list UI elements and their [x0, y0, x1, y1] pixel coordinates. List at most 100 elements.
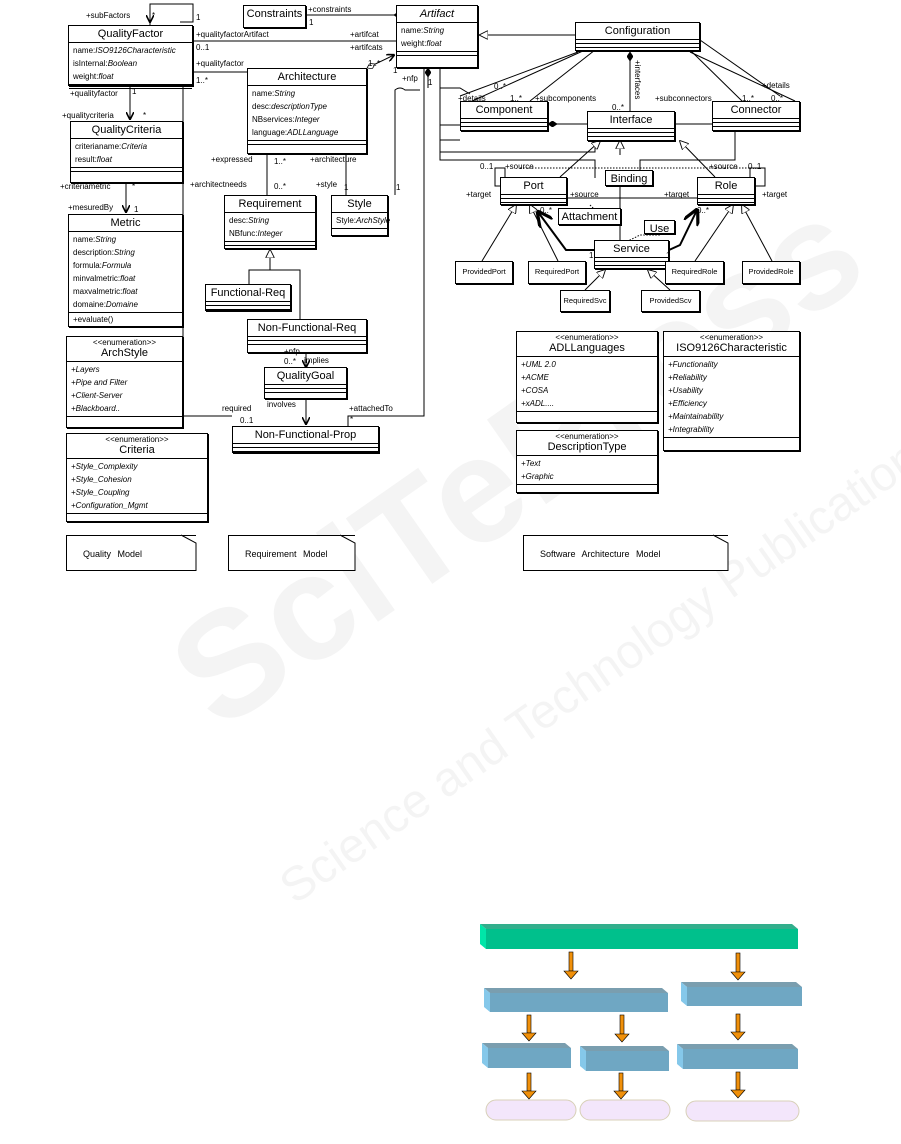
class-attribute: result:float [75, 153, 178, 166]
association-label: +mesuredBy [68, 203, 114, 212]
class-attribute: maxvalmetric:float [73, 285, 178, 298]
class-attribute: +Pipe and Filter [71, 376, 178, 389]
association-label: 1 [428, 78, 433, 87]
association-label: * [350, 415, 354, 424]
class-operations [588, 133, 674, 137]
class-name: Role [698, 178, 754, 195]
class-name: RequiredPort [534, 267, 580, 276]
class-name: Style [332, 196, 387, 213]
class-name: Configuration [576, 23, 699, 40]
class-attributes [461, 119, 547, 123]
attribute-name: weight: [73, 72, 99, 81]
association-label: 0..* [540, 206, 553, 215]
level3-box-1 [488, 1048, 571, 1068]
class-name: Architecture [248, 69, 366, 86]
class-name: ArchStyle [67, 347, 182, 362]
association-label: +source [570, 190, 599, 199]
class-name: Binding [610, 173, 648, 185]
attribute-type: +ACME [521, 373, 549, 382]
class-attribute: +Style_Coupling [71, 486, 203, 499]
attribute-type: +Client-Server [71, 391, 123, 400]
class-name: Requirement [225, 196, 315, 213]
class-attachment: Attachment [558, 208, 621, 225]
attribute-name: weight: [401, 39, 427, 48]
attribute-type: float [96, 155, 112, 164]
arrow-1-shaft [568, 951, 574, 972]
class-providedrole: ProvidedRole [742, 261, 800, 284]
class-attribute: formula:Formula [73, 259, 178, 272]
arrow-1-head [563, 970, 579, 980]
class-name: Interface [588, 112, 674, 129]
class-interface: Interface [587, 111, 675, 141]
attribute-name: name: [252, 89, 275, 98]
level3-box-3 [683, 1049, 798, 1069]
level3-box-3-top [677, 1044, 798, 1049]
class-connector: Connector [712, 101, 800, 131]
association-label: * [152, 11, 156, 20]
arrow-5-head [730, 1031, 746, 1041]
association-label: 1 [393, 66, 398, 75]
class-attributes [206, 302, 290, 306]
attribute-name: isInternal: [73, 59, 108, 68]
attribute-type: +Style_Cohesion [71, 475, 132, 484]
class-requiredport: RequiredPort [528, 261, 586, 284]
class-attribute: +Functionality [668, 358, 795, 371]
class-attributes: +Text+Graphic [517, 456, 657, 485]
class-attribute: +Efficiency [668, 397, 795, 410]
class-attributes [698, 195, 754, 199]
attribute-name: Style: [336, 216, 357, 225]
class-attribute: NBfunc:Integer [229, 227, 311, 240]
association-label: +qualityfactorArtifact [196, 30, 269, 39]
arrow-4-shaft [619, 1014, 625, 1035]
class-name: ADLLanguages [517, 342, 657, 357]
class-criteria: <<enumeration>>Criteria+Style_Complexity… [66, 433, 208, 522]
class-stereotype: <<enumeration>> [555, 333, 619, 342]
association-label: 1..* [510, 94, 523, 103]
association-label: +qualityfactor [70, 89, 118, 98]
association-label: 0..* [697, 206, 710, 215]
class-binding: Binding [605, 170, 653, 186]
class-attributes [265, 385, 346, 389]
class-adllanguages: <<enumeration>>ADLLanguages+UML 2.0+ACME… [516, 331, 658, 423]
class-attributes: Style:ArchStyle [332, 213, 390, 229]
class-name: Service [595, 241, 668, 258]
arrow-4-head [614, 1033, 630, 1043]
association-label: +expressed [211, 155, 253, 164]
class-attribute: Style:ArchStyle [336, 214, 390, 227]
class-constraints: Constraints [243, 5, 306, 28]
class-nonfunctionalreq: Non-Functional-Req [247, 319, 367, 353]
class-attribute: name:String [73, 233, 178, 246]
class-attributes: +UML 2.0+ACME+COSA+xADL.... [517, 357, 657, 412]
association-label: +details [762, 81, 790, 90]
arrow-7-head [613, 1090, 629, 1100]
arrow-5-shaft [735, 1013, 741, 1033]
arrow-8-head [730, 1089, 746, 1099]
association-label: +artifcat [350, 30, 379, 39]
association-label: 1 [196, 13, 201, 22]
class-attribute: +Reliability [668, 371, 795, 384]
attribute-type: +Layers [71, 365, 100, 374]
association-label: 0..* [612, 103, 625, 112]
class-functionalreq: Functional-Req [205, 284, 291, 311]
note-software-architecture-model: Software Architecture Model [523, 535, 728, 571]
class-attribute: language:ADLLanguage [252, 126, 362, 139]
attribute-type: +Style_Coupling [71, 488, 130, 497]
association-label: +subconnectors [655, 94, 712, 103]
note-label: Software Architecture Model [540, 549, 661, 559]
level3-box-2-side [580, 1046, 586, 1071]
class-attributes [233, 444, 378, 448]
association-label: 0..1 [196, 43, 210, 52]
association-label: +details [458, 94, 486, 103]
attribute-type: +COSA [521, 386, 549, 395]
association-label: * [132, 182, 136, 191]
class-operations [206, 306, 290, 310]
class-attribute: +xADL.... [521, 397, 653, 410]
class-attribute: +Configuration_Mgmt [71, 499, 203, 512]
association-label: +source [505, 162, 534, 171]
attribute-type: +Integrability [668, 425, 714, 434]
attribute-name: NBservices: [252, 115, 295, 124]
association-label: +nfp [402, 74, 418, 83]
